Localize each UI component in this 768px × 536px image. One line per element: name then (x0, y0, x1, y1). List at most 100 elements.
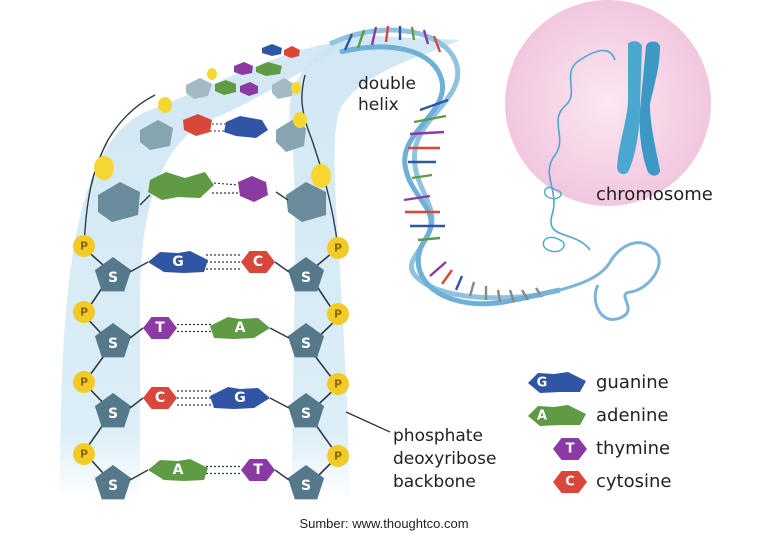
base-thymine-2-letter: T (155, 320, 165, 336)
helix-rung-25 (508, 289, 516, 303)
stem-right-3 (269, 397, 290, 409)
sugar-right-label-4: S (301, 478, 311, 494)
stem-left-2 (129, 327, 144, 339)
helix-rung-4 (384, 25, 390, 43)
upper-pair-stem-right (275, 191, 289, 201)
helix-rung-9 (419, 98, 449, 112)
legend-shape-cytosine (553, 471, 587, 493)
helix-rung-20 (441, 269, 453, 285)
base-thymine-4-shape (241, 459, 275, 481)
legend-letter-thymine: T (566, 442, 575, 457)
helix-tail (539, 241, 661, 321)
legend-letter-cytosine: C (565, 475, 575, 490)
helix-rung-1 (343, 33, 354, 51)
mid-cytosine (183, 114, 212, 136)
base-adenine-2-shape (210, 317, 270, 339)
base-adenine-4-letter: A (173, 462, 184, 478)
far-thymine (240, 82, 258, 96)
sugar-mid-left (140, 120, 173, 150)
chromatid-right (639, 41, 660, 176)
backbone-label-line2: deoxyribose (393, 449, 497, 469)
phosphate-left-label-1: P (80, 240, 88, 253)
far-cytosine (284, 46, 300, 58)
sugar-upper-left (98, 182, 140, 222)
far-guanine (262, 44, 282, 56)
sugar-left-2 (94, 323, 132, 358)
chromosome-halo (505, 0, 711, 206)
backbone-label-line1: phosphate (393, 426, 483, 446)
helix-rung-3 (370, 26, 378, 46)
sugar-right-1 (287, 257, 325, 292)
source-credit: Sumber: www.thoughtco.com (299, 516, 469, 531)
base-guanine-1-letter: G (172, 254, 184, 270)
base-cytosine-3-shape (143, 387, 177, 409)
stem-right-4 (274, 469, 290, 481)
sugar-left-label-1: S (108, 270, 118, 286)
phosphate-upper-right (311, 164, 331, 188)
stem-right-1 (274, 261, 290, 273)
base-cytosine-1-shape (241, 251, 275, 273)
helix-rung-26 (520, 289, 530, 301)
legend-label-thymine: thymine (596, 438, 671, 459)
sugar-left-label-2: S (108, 336, 118, 352)
legend-label-guanine: guanine (596, 372, 669, 393)
upper-adenine (148, 172, 214, 200)
base-thymine-2-shape (143, 317, 177, 339)
sugar-right-label-2: S (301, 336, 311, 352)
backbone-label: phosphate deoxyribose backbone (393, 425, 496, 494)
legend-shape-guanine (528, 372, 586, 393)
base-adenine-4-shape (148, 459, 208, 481)
base-cytosine-3-letter: C (155, 390, 165, 406)
phosphate-mid-right (293, 112, 307, 128)
base-guanine-3-shape (210, 387, 270, 409)
helix-rung-10 (413, 114, 447, 124)
stem-right-2 (269, 327, 290, 339)
phosphate-mid-left (158, 97, 172, 113)
phosphate-right-4 (327, 445, 349, 467)
double-helix-label-line2: helix (358, 95, 399, 115)
legend-shape-thymine (553, 438, 587, 460)
sugar-far-left (186, 78, 212, 99)
phosphate-upper-left (94, 156, 114, 180)
helix-rungs (343, 25, 543, 303)
sugar-mid-right (276, 120, 306, 152)
helix-rung-18 (417, 236, 441, 242)
legend-letter-guanine: G (537, 376, 548, 391)
stem-left-4 (129, 469, 149, 481)
sugar-left-label-3: S (108, 406, 118, 422)
phosphate-right-label-3: P (334, 378, 342, 391)
sugar-upper-right (286, 182, 326, 222)
sugar-right-4 (287, 465, 325, 500)
base-thymine-4-letter: T (253, 462, 263, 478)
chromatin-fiber (548, 49, 616, 251)
helix-rung-21 (454, 275, 464, 291)
sugar-left-4 (94, 465, 132, 500)
helix-rung-7 (422, 29, 430, 45)
legend-swatch-cytosine: C (553, 471, 587, 493)
chromosome-label: chromosome (596, 184, 713, 205)
phosphate-right-label-1: P (334, 242, 342, 255)
left-backbone-upper (83, 94, 156, 249)
legend-swatch-thymine: T (553, 438, 587, 460)
far-thymine-2 (234, 62, 253, 75)
double-helix-label-line1: double (358, 74, 416, 94)
base-guanine-1-shape (148, 251, 208, 273)
sugar-far-right (272, 78, 294, 99)
helix-rung-2 (356, 29, 366, 49)
helix-rung-8 (432, 35, 442, 53)
base-adenine-2-letter: A (235, 320, 246, 336)
sugar-left-1 (94, 257, 132, 292)
helix-rung-22 (468, 281, 476, 297)
legend-label-cytosine: cytosine (596, 471, 672, 492)
phosphate-right-2 (327, 303, 349, 325)
upper-pair-stem-left (139, 194, 151, 206)
sugar-left-3 (94, 393, 132, 428)
legend-swatch-guanine: G (528, 372, 586, 393)
